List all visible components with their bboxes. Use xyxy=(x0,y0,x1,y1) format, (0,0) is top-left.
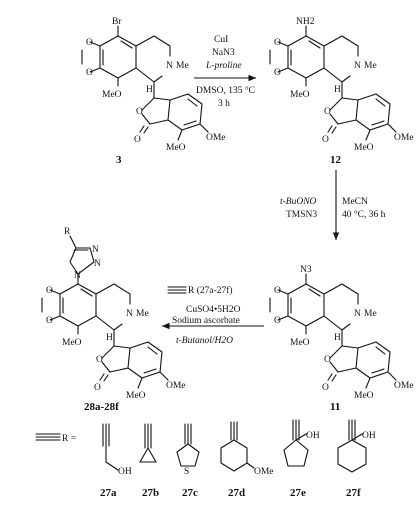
compound-11-structure: N3 O O N Me MeO H O O MeO OMe xyxy=(269,265,414,401)
compound-12-structure: NH2 O O N Me MeO H O O MeO OMe xyxy=(269,17,414,153)
atom-o-2: O xyxy=(46,316,53,326)
atom-ome: OMe xyxy=(394,133,414,143)
compound-label-12: 12 xyxy=(330,154,342,166)
step2-conditions: t-BuONO TMSN3 MeCN 40 °C, 36 h xyxy=(280,197,386,220)
atom-o-2: O xyxy=(274,316,281,326)
alkyne-27c: S xyxy=(176,423,200,477)
atom-o-lactone: O xyxy=(96,355,103,365)
atom-meo: MeO xyxy=(62,338,82,348)
atom-o-carbonyl: O xyxy=(134,135,141,145)
alkyne-label-27d: 27d xyxy=(228,487,245,499)
atom-o-lactone: O xyxy=(136,107,143,117)
compound-label-11: 11 xyxy=(330,401,340,413)
atom-ome: OMe xyxy=(206,133,226,143)
atom-n: N xyxy=(166,61,173,71)
compound-label-28: 28a-28f xyxy=(84,401,119,413)
alkyne-label-27e: 27e xyxy=(290,487,306,499)
substituent-nh2: NH2 xyxy=(296,17,315,27)
alkyne-label-27a: 27a xyxy=(100,487,117,499)
atom-o-1: O xyxy=(86,38,93,48)
alkyne-27c-s: S xyxy=(184,467,189,477)
step3-conditions: R (27a-27f) CuSO4•5H2O Sodium ascorbate … xyxy=(167,285,241,346)
alkyne-27d: OMe xyxy=(220,421,274,477)
alkyne-27d-ome: OMe xyxy=(254,467,274,477)
atom-o-lactone: O xyxy=(324,355,331,365)
compound-label-3: 3 xyxy=(116,154,122,166)
atom-o-carbonyl: O xyxy=(322,135,329,145)
step3-line-2: Sodium ascorbate xyxy=(172,316,240,326)
atom-o-1: O xyxy=(46,286,53,296)
alkyne-27f-oh: OH xyxy=(362,431,376,441)
atom-o-carbonyl: O xyxy=(322,383,329,393)
step3-alkyne: R (27a-27f) xyxy=(188,285,233,296)
atom-h: H xyxy=(334,333,341,343)
atom-h: H xyxy=(106,333,113,343)
atom-meo: MeO xyxy=(290,90,310,100)
triazole-n3: N xyxy=(74,271,81,281)
atom-meo: MeO xyxy=(290,338,310,348)
step1-line-5: 3 h xyxy=(218,99,230,109)
atom-meo: MeO xyxy=(102,90,122,100)
atom-meo-2: MeO xyxy=(166,143,186,153)
atom-n: N xyxy=(126,309,133,319)
step1-conditions: CuI NaN3 L-proline DMSO, 135 °C 3 h xyxy=(196,35,255,109)
atom-meo-2: MeO xyxy=(126,391,146,401)
substituent-br: Br xyxy=(112,17,122,27)
atom-o-1: O xyxy=(274,38,281,48)
step3-line-1: CuSO4•5H2O xyxy=(186,305,241,315)
atom-ome: OMe xyxy=(394,381,414,391)
triazole-n1: N xyxy=(92,245,99,255)
step1-line-2: NaN3 xyxy=(212,48,235,58)
atom-h: H xyxy=(334,85,341,95)
substituent-r: R xyxy=(64,227,71,237)
step1-line-3: L-proline xyxy=(205,61,242,71)
step2-left-1: t-BuONO xyxy=(280,197,317,207)
step2-right-2: 40 °C, 36 h xyxy=(342,209,386,220)
alkyne-27b xyxy=(139,423,157,463)
atom-me: Me xyxy=(364,61,377,71)
atom-n: N xyxy=(354,309,361,319)
alkyne-prefix: R = xyxy=(62,434,76,444)
alkyne-27e-oh: OH xyxy=(306,431,320,441)
atom-h: H xyxy=(146,85,153,95)
triazole-n2: N xyxy=(94,259,101,269)
compound-28-structure: R N N N O O N Me MeO H O O MeO OMe xyxy=(41,227,186,401)
atom-o-2: O xyxy=(86,68,93,78)
atom-me: Me xyxy=(176,61,189,71)
alkyne-legend: R = OH S xyxy=(35,419,376,499)
atom-o-2: O xyxy=(274,68,281,78)
atom-n: N xyxy=(354,61,361,71)
atom-meo-2: MeO xyxy=(354,143,374,153)
atom-me: Me xyxy=(136,309,149,319)
alkyne-27f: OH xyxy=(337,419,376,473)
atom-ome: OMe xyxy=(166,381,186,391)
alkyne-label-27c: 27c xyxy=(182,487,198,499)
step2-left-2: TMSN3 xyxy=(286,210,317,220)
compound-3-structure: Br O O N Me MeO H O O MeO OMe xyxy=(81,17,226,153)
atom-o-lactone: O xyxy=(324,107,331,117)
step2-right-1: MeCN xyxy=(342,197,368,207)
atom-o-carbonyl: O xyxy=(94,383,101,393)
alkyne-27e: OH xyxy=(283,419,320,467)
alkyne-27a: OH xyxy=(102,423,132,477)
atom-meo-2: MeO xyxy=(354,391,374,401)
alkyne-label-27f: 27f xyxy=(346,487,361,499)
atom-me: Me xyxy=(364,309,377,319)
alkyne-27a-oh: OH xyxy=(118,467,132,477)
alkyne-label-27b: 27b xyxy=(142,487,159,499)
atom-o-1: O xyxy=(274,286,281,296)
substituent-n3: N3 xyxy=(300,265,312,275)
step1-line-4: DMSO, 135 °C xyxy=(196,85,255,96)
step1-line-1: CuI xyxy=(214,35,228,45)
step3-line-3: t-Butanol/H2O xyxy=(176,336,233,346)
